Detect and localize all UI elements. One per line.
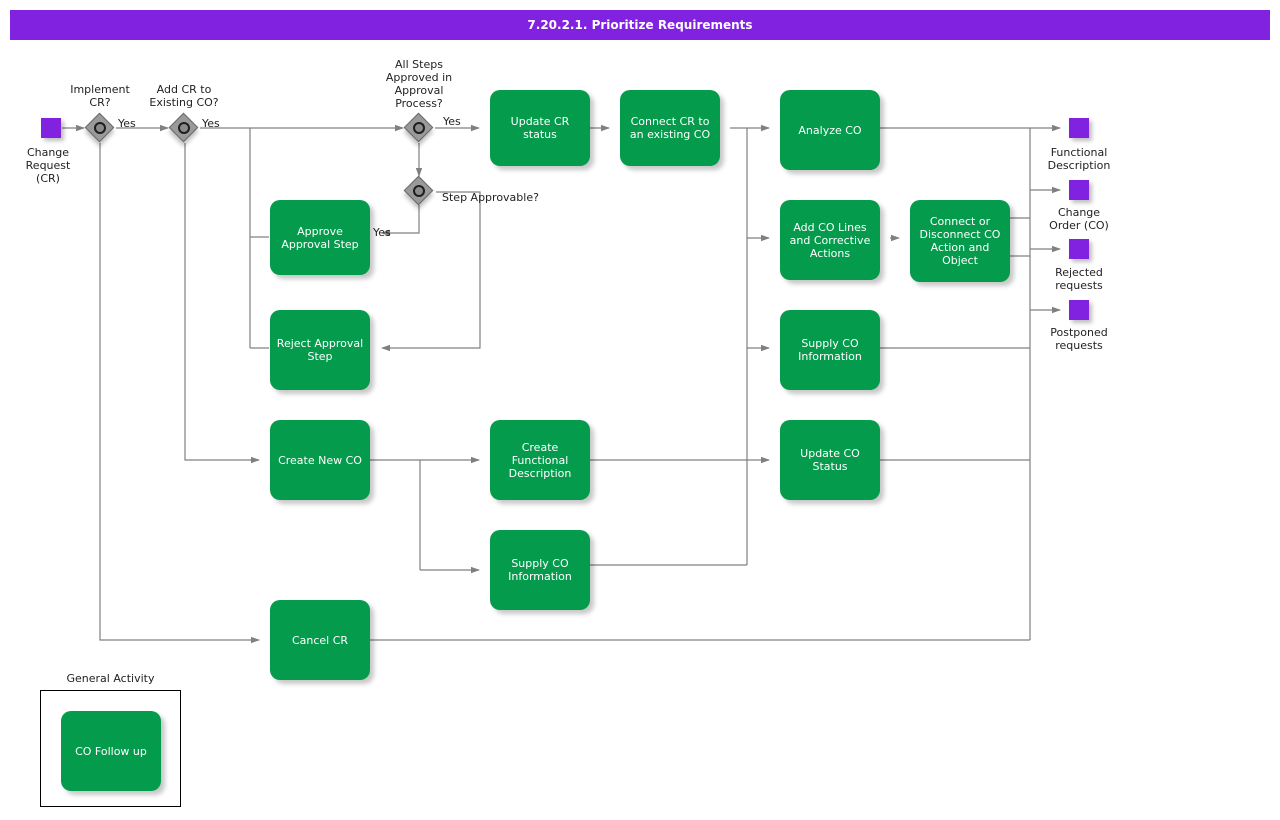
task-approve-approval-step[interactable]: Approve Approval Step [270, 200, 370, 275]
end-event-functional-description[interactable] [1069, 118, 1089, 138]
gateway-step-approvable-label: Step Approvable? [442, 191, 539, 204]
gateway-all-steps-approved-label: All Steps Approved in Approval Process? [385, 58, 453, 110]
edge-label-all-steps-yes: Yes [443, 115, 461, 128]
task-supply-co-information-mid[interactable]: Supply CO Information [490, 530, 590, 610]
page-title-bar: 7.20.2.1. Prioritize Requirements [10, 10, 1270, 40]
start-event-change-request[interactable] [41, 118, 61, 138]
gateway-add-cr-to-existing-co-label: Add CR to Existing CO? [149, 83, 219, 109]
gateway-implement-cr-label: Implement CR? [70, 83, 130, 109]
edge-label-add-cr-yes: Yes [202, 117, 220, 130]
gateway-inclusive-icon [413, 185, 425, 197]
end-event-change-order-label: Change Order (CO) [1049, 206, 1109, 232]
task-label: Connect or Disconnect CO Action and Obje… [919, 215, 1001, 267]
edge-implement-no-to-cancel [99, 143, 260, 644]
task-label: Reject Approval Step [276, 337, 364, 363]
edge-step-approvable-no [381, 191, 481, 352]
gateway-implement-cr[interactable] [84, 112, 115, 143]
gateway-add-cr-to-existing-co[interactable] [168, 112, 199, 143]
task-label: Connect CR to an existing CO [629, 115, 711, 141]
edge-label-implement-cr-yes: Yes [118, 117, 136, 130]
gateway-inclusive-icon [413, 122, 425, 134]
page-title: 7.20.2.1. Prioritize Requirements [527, 18, 753, 32]
task-label: Update CR status [510, 115, 570, 141]
end-event-functional-description-label: Functional Description [1047, 146, 1111, 172]
task-label: Cancel CR [291, 633, 349, 647]
end-event-change-order[interactable] [1069, 180, 1089, 200]
task-connect-or-disconnect-co-action-and-object[interactable]: Connect or Disconnect CO Action and Obje… [910, 200, 1010, 282]
task-connect-cr-to-existing-co[interactable]: Connect CR to an existing CO [620, 90, 720, 166]
task-co-follow-up[interactable]: CO Follow up [61, 711, 161, 791]
task-label: Add CO Lines and Corrective Actions [789, 220, 871, 260]
end-event-postponed-requests-label: Postponed requests [1050, 326, 1108, 352]
task-create-new-co[interactable]: Create New CO [270, 420, 370, 500]
edge-add-cr-no-to-create-new-co [184, 143, 260, 464]
task-label: Supply CO Information [508, 557, 572, 583]
edge-label-step-approvable-yes: Yes [373, 226, 391, 239]
end-event-rejected-requests[interactable] [1069, 239, 1089, 259]
task-update-co-status[interactable]: Update CO Status [780, 420, 880, 500]
gateway-all-steps-approved[interactable] [403, 112, 434, 143]
task-create-functional-description[interactable]: Create Functional Description [490, 420, 590, 500]
end-event-rejected-requests-label: Rejected requests [1055, 266, 1103, 292]
task-supply-co-information-right[interactable]: Supply CO Information [780, 310, 880, 390]
task-update-cr-status[interactable]: Update CR status [490, 90, 590, 166]
gateway-step-approvable[interactable] [403, 175, 434, 206]
task-reject-approval-step[interactable]: Reject Approval Step [270, 310, 370, 390]
task-label: Update CO Status [800, 447, 860, 473]
task-cancel-cr[interactable]: Cancel CR [270, 600, 370, 680]
task-label: Approve Approval Step [281, 224, 359, 251]
task-label: CO Follow up [75, 744, 147, 758]
task-label: Supply CO Information [798, 337, 862, 363]
end-event-postponed-requests[interactable] [1069, 300, 1089, 320]
task-label: Create Functional Description [508, 440, 572, 480]
task-label: Create New CO [278, 453, 362, 467]
start-event-change-request-label: Change Request (CR) [25, 146, 71, 185]
legend-group-general-activity: CO Follow up [40, 690, 181, 807]
gateway-inclusive-icon [178, 122, 190, 134]
legend-title: General Activity [66, 672, 155, 685]
task-label: Analyze CO [798, 123, 862, 137]
task-analyze-co[interactable]: Analyze CO [780, 90, 880, 170]
task-add-co-lines-and-corrective-actions[interactable]: Add CO Lines and Corrective Actions [780, 200, 880, 280]
gateway-inclusive-icon [94, 122, 106, 134]
